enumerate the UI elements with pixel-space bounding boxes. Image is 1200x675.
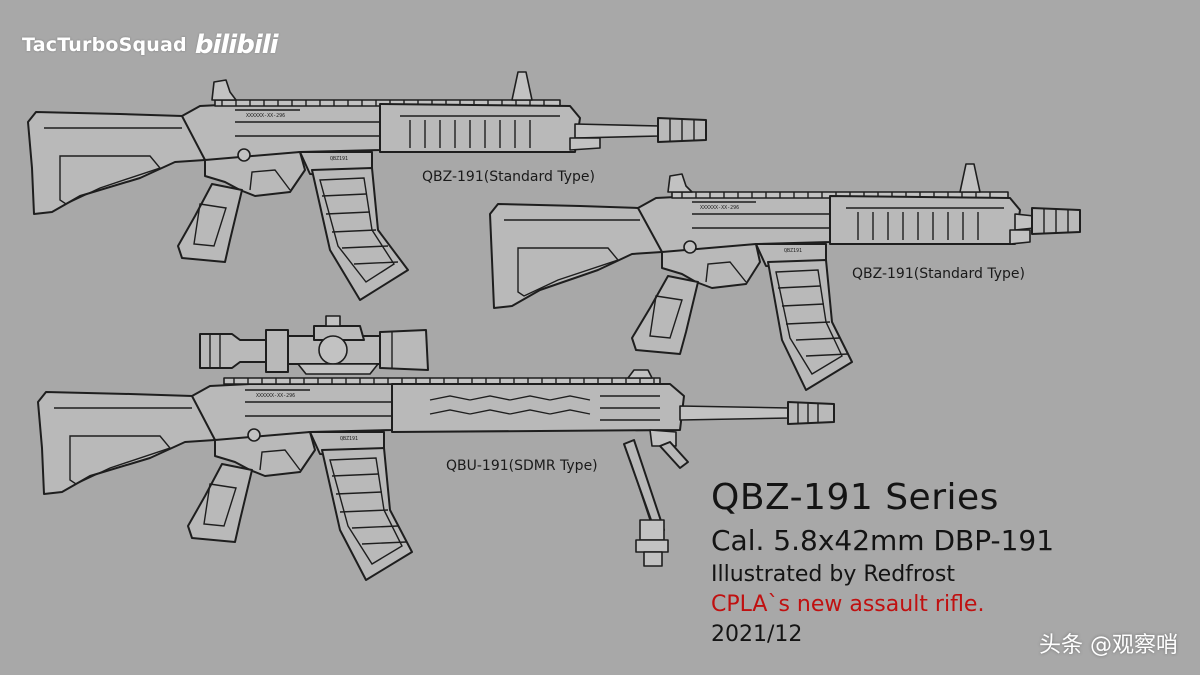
svg-text:XXXXXX-XX-296: XXXXXX-XX-296 <box>700 205 739 211</box>
series-info-block: QBZ-191 Series Cal. 5.8x42mm DBP-191 Ill… <box>711 474 1054 650</box>
svg-text:XXXXXX-XX-296: XXXXXX-XX-296 <box>246 113 285 119</box>
bilibili-logo: bilibili <box>194 30 279 60</box>
svg-text:QBZ191: QBZ191 <box>340 436 358 442</box>
rifle-label-sdmr: QBU-191(SDMR Type) <box>446 458 598 474</box>
series-title: QBZ-191 Series <box>711 477 999 518</box>
svg-text:QBZ191: QBZ191 <box>330 156 348 162</box>
date-text: 2021/12 <box>711 622 803 647</box>
channel-watermark: TacTurboSquad bilibili <box>22 30 279 60</box>
channel-name: TacTurboSquad <box>22 34 187 56</box>
tagline-text: CPLA`s new assault rifle. <box>711 592 985 617</box>
caliber-text: Cal. 5.8x42mm DBP-191 <box>711 524 1055 557</box>
illustrator-credit: Illustrated by Redfrost <box>711 562 956 587</box>
svg-text:XXXXXX-XX-296: XXXXXX-XX-296 <box>256 393 295 399</box>
svg-text:QBZ191: QBZ191 <box>784 248 802 254</box>
rifle-label-standard-2: QBZ-191(Standard Type) <box>852 266 1025 282</box>
source-watermark: 头条 @观察哨 <box>1039 633 1178 658</box>
rifle-label-standard-1: QBZ-191(Standard Type) <box>422 169 595 185</box>
